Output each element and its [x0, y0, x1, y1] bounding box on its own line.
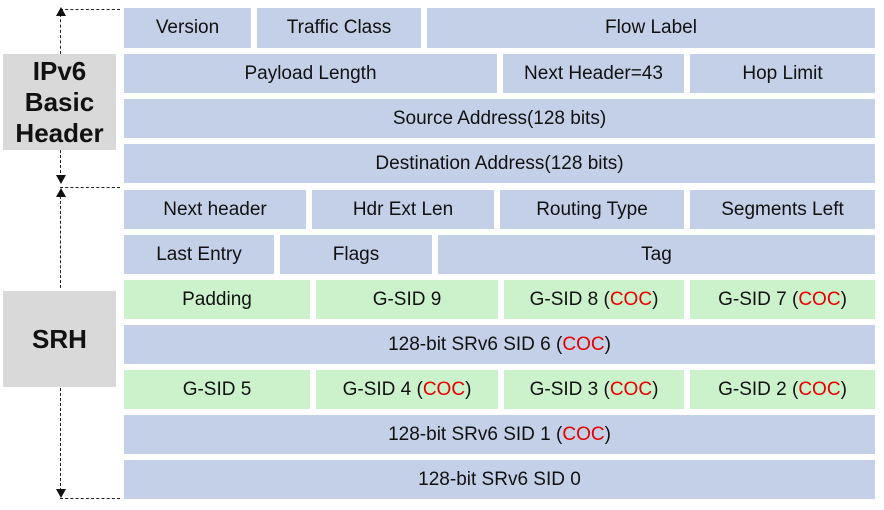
version-text: Version [155, 17, 220, 38]
version-field: Version [124, 8, 251, 48]
gsid8-field: G-SID 8 (COC) [504, 280, 684, 319]
gsid3-field: G-SID 3 (COC) [504, 370, 684, 409]
gsid8-text: G-SID 8 ( [529, 288, 610, 310]
ipv6-srh-divider-dash [60, 187, 120, 188]
sid1-field: 128-bit SRv6 SID 1 (COC) [124, 415, 875, 454]
gsid3-coc-flag: COC [609, 378, 653, 400]
gsid7-field: G-SID 7 (COC) [690, 280, 875, 319]
srh-top-vline [60, 196, 61, 288]
tag-field: Tag [438, 235, 875, 274]
ipv6-bottom-vline [60, 150, 61, 178]
ipv6-label-line2: Basic [24, 86, 95, 117]
ipv6-down-arrow [56, 175, 66, 184]
gsid7-close-paren: ) [840, 288, 847, 310]
gsid2-coc-flag: COC [798, 378, 841, 400]
gsid5-field: G-SID 5 [124, 370, 310, 409]
segments-left-text: Segments Left [721, 198, 844, 220]
payload-length-text: Payload Length [244, 62, 377, 84]
hdr-ext-len-text: Hdr Ext Len [352, 198, 454, 220]
sid1-text: 128-bit SRv6 SID 1 ( [388, 423, 563, 445]
srh-next-header-field: Next header [124, 190, 306, 229]
gsid2-text: G-SID 2 ( [718, 378, 799, 400]
last-entry-field: Last Entry [124, 235, 274, 274]
source-address-text: Source Address(128 bits) [392, 107, 607, 129]
destination-address-text: Destination Address(128 bits) [375, 152, 624, 174]
traffic-class-text: Traffic Class [286, 17, 392, 38]
segments-left-field: Segments Left [690, 190, 875, 229]
srh-label-text: SRH [32, 323, 87, 354]
hop-limit-text: Hop Limit [742, 62, 823, 84]
gsid9-text: G-SID 9 [372, 288, 442, 310]
srh-down-arrow [56, 489, 66, 498]
gsid3-text: G-SID 3 ( [529, 378, 610, 400]
sid0-field: 128-bit SRv6 SID 0 [124, 460, 875, 499]
ipv6-top-dash [60, 9, 120, 10]
next-header-field: Next Header=43 [503, 54, 684, 93]
gsid4-field: G-SID 4 (COC) [316, 370, 498, 409]
gsid7-text: G-SID 7 ( [718, 288, 799, 310]
gsid8-coc-flag: COC [609, 288, 653, 310]
flags-text: Flags [332, 243, 380, 265]
srh-up-arrow [56, 188, 66, 197]
sid1-close-paren: ) [604, 423, 611, 445]
gsid9-field: G-SID 9 [316, 280, 498, 319]
srh-next-header-text: Next header [163, 198, 267, 220]
ipv6-basic-header-label: IPv6 Basic Header [3, 54, 116, 150]
destination-address-field: Destination Address(128 bits) [124, 144, 875, 183]
hop-limit-field: Hop Limit [690, 54, 875, 93]
gsid2-close-paren: ) [840, 378, 847, 400]
srh-label: SRH [3, 291, 116, 387]
flow-label-text: Flow Label [605, 17, 697, 38]
ipv6-up-arrow [56, 7, 66, 16]
sid1-coc-flag: COC [562, 423, 605, 445]
source-address-field: Source Address(128 bits) [124, 99, 875, 138]
srh-bottom-dash [60, 498, 120, 499]
gsid4-coc-flag: COC [422, 378, 466, 400]
sid6-close-paren: ) [604, 333, 611, 355]
next-header-text: Next Header=43 [524, 62, 663, 84]
padding-text: Padding [182, 288, 252, 310]
traffic-class-field: Traffic Class [257, 8, 421, 48]
ipv6-label-line3: Header [15, 117, 104, 148]
gsid2-field: G-SID 2 (COC) [690, 370, 875, 409]
last-entry-text: Last Entry [156, 243, 242, 265]
sid6-coc-flag: COC [562, 333, 605, 355]
routing-type-field: Routing Type [500, 190, 684, 229]
gsid5-text: G-SID 5 [182, 378, 252, 400]
hdr-ext-len-field: Hdr Ext Len [312, 190, 494, 229]
ipv6-top-vline [60, 14, 61, 54]
gsid4-text: G-SID 4 ( [342, 378, 423, 400]
sid6-text: 128-bit SRv6 SID 6 ( [388, 333, 563, 355]
sid0-text: 128-bit SRv6 SID 0 [418, 468, 581, 490]
gsid7-coc-flag: COC [798, 288, 841, 310]
srh-bottom-vline [60, 388, 61, 491]
routing-type-text: Routing Type [536, 198, 648, 220]
flow-label-field: Flow Label [427, 8, 875, 48]
tag-text: Tag [641, 243, 672, 265]
payload-length-field: Payload Length [124, 54, 497, 93]
sid6-field: 128-bit SRv6 SID 6 (COC) [124, 325, 875, 364]
padding-field: Padding [124, 280, 310, 319]
gsid3-close-paren: ) [652, 378, 659, 400]
ipv6-label-line1: IPv6 [32, 55, 87, 86]
flags-field: Flags [280, 235, 432, 274]
gsid8-close-paren: ) [652, 288, 659, 310]
gsid4-close-paren: ) [465, 378, 472, 400]
